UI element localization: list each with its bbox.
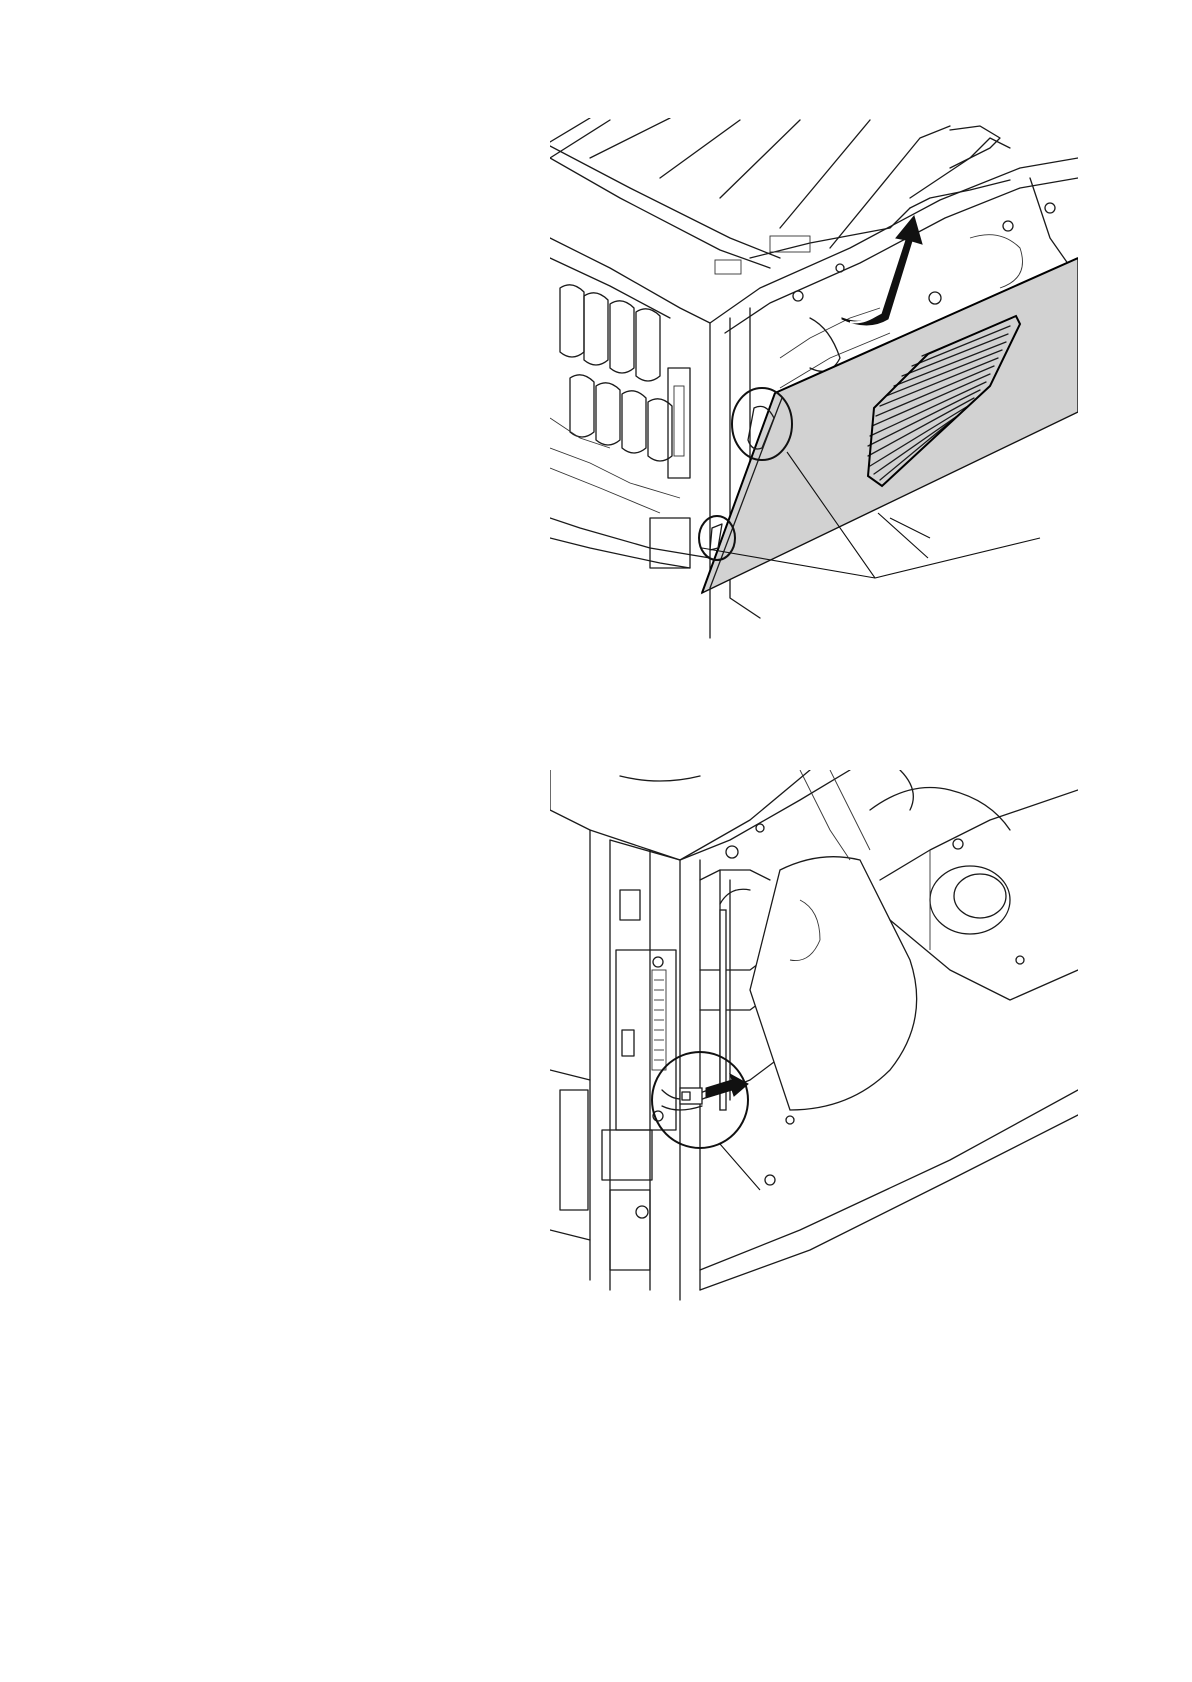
connector-diagram [550,770,1078,1302]
leader-line [720,1144,760,1190]
cable-duct [750,770,917,1110]
lift-arrow [842,216,922,325]
printer-body-left [550,238,710,638]
side-cover-diagram [550,118,1078,650]
figure-connector-disconnection [550,770,1078,1302]
harness-rod [720,910,726,1110]
figure-side-cover-removal [550,118,1078,650]
control-plate [602,840,680,1300]
